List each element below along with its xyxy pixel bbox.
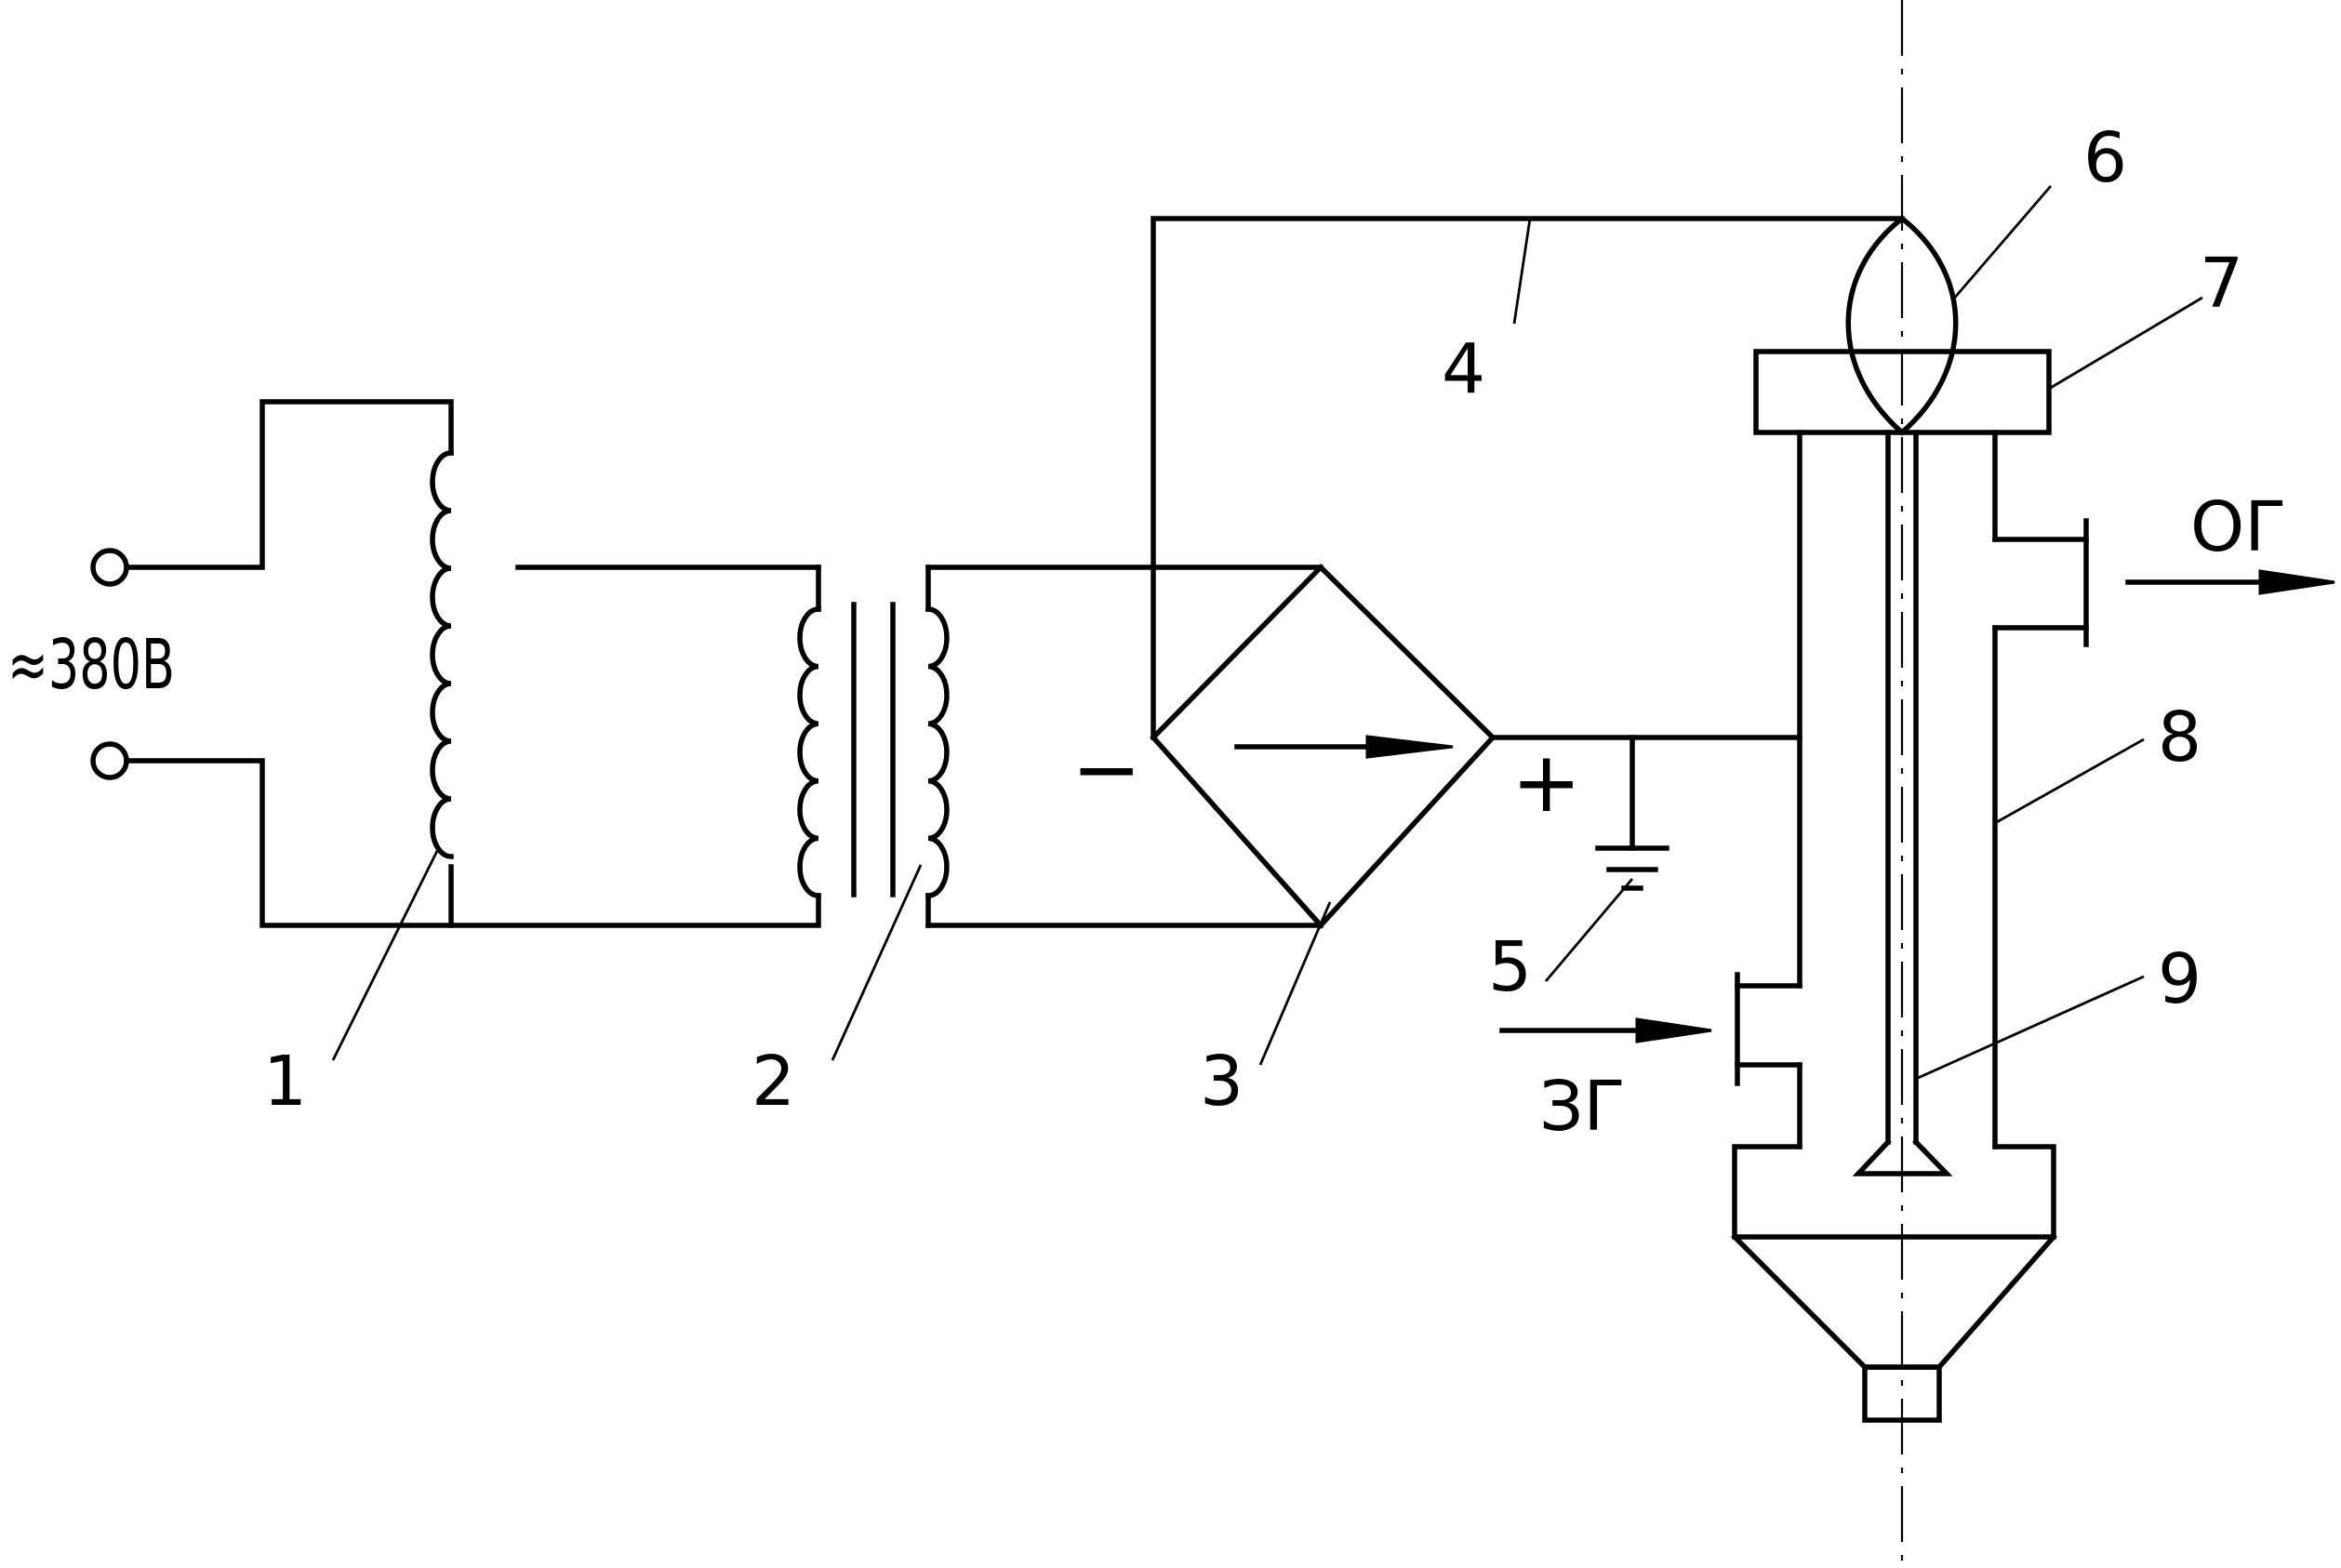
transformer — [797, 565, 950, 928]
inlet-flow-arrow — [1499, 1017, 1712, 1043]
leader-lines — [331, 185, 2203, 1081]
callout-4: 4 — [1442, 329, 1485, 409]
callout-7: 7 — [2200, 244, 2243, 324]
callout-8: 8 — [2158, 698, 2201, 777]
callout-5: 5 — [1488, 927, 1532, 1007]
supply-terminals: ≈380В — [7, 548, 175, 780]
transformer-primary-coil — [797, 606, 821, 898]
callout-6: 6 — [2083, 118, 2127, 198]
transformer-secondary-coil — [925, 606, 950, 898]
autotransformer — [124, 399, 821, 928]
callout-2: 2 — [752, 1042, 795, 1122]
plus-sign: + — [1511, 734, 1581, 831]
callout-9: 9 — [2158, 939, 2201, 1019]
autotransformer-coil — [430, 450, 454, 859]
minus-sign: − — [1071, 721, 1141, 818]
supply-voltage-label: ≈380В — [7, 625, 175, 705]
rectifier-arrow-head — [1365, 735, 1454, 759]
inlet-flow-label: ЗГ — [1539, 1067, 1626, 1147]
callout-3: 3 — [1200, 1042, 1244, 1122]
ground-symbol — [1595, 735, 1669, 891]
outlet-flow-arrow — [2125, 569, 2335, 595]
plasma-arc — [1845, 215, 1959, 436]
discharge-valve — [1862, 1364, 1942, 1423]
terminal-lower — [90, 741, 129, 780]
callout-1: 1 — [263, 1042, 307, 1122]
reactor-hopper — [1731, 1233, 2057, 1370]
rectifier-bridge — [1150, 564, 1496, 930]
reactor-body — [1731, 349, 2089, 1423]
central-electrode — [1852, 430, 1953, 1176]
outlet-flow-label: ОГ — [2190, 487, 2286, 567]
negative-lead — [1151, 216, 1905, 740]
terminal-upper — [90, 548, 129, 587]
